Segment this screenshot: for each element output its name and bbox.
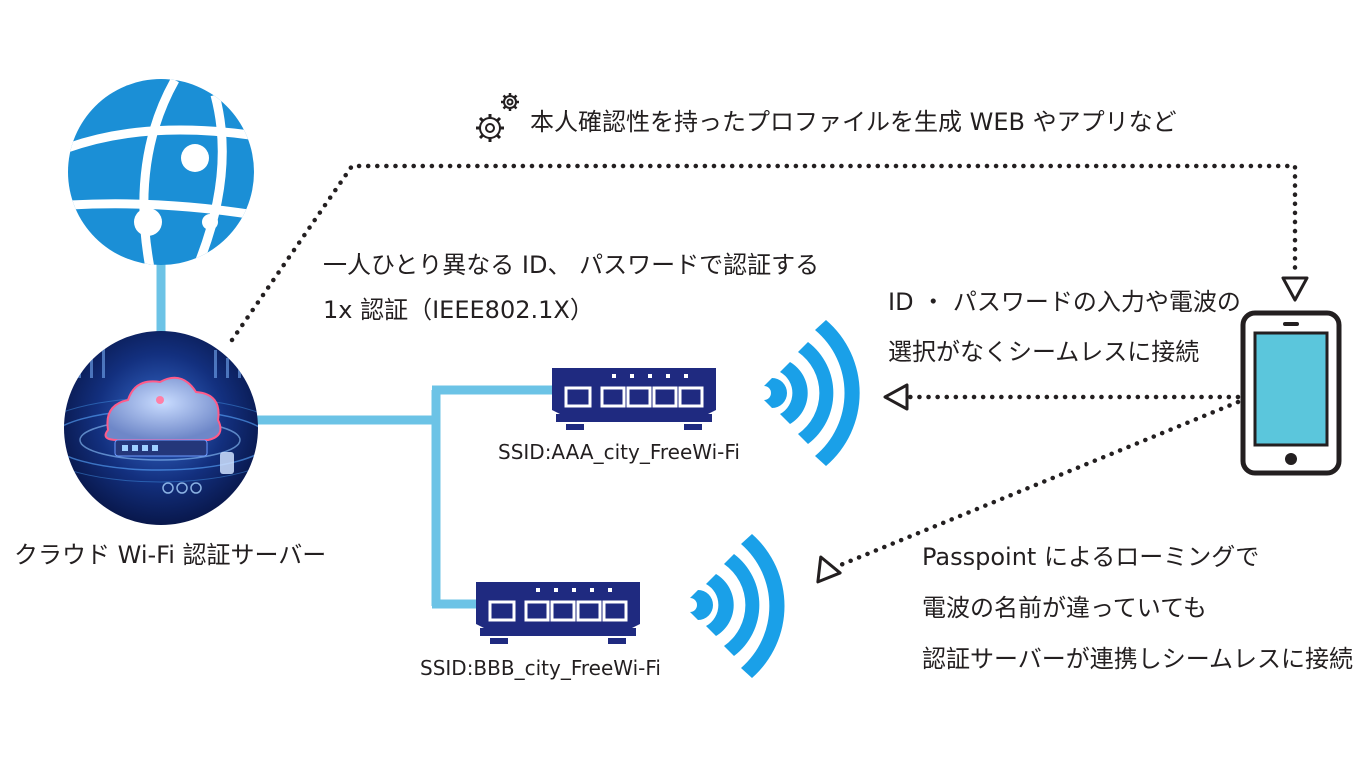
passpoint-description-line2: 電波の名前が違っていても — [922, 594, 1207, 622]
profile-provision-path — [229, 163, 1298, 343]
auth-description-line1: 一人ひとり異なる ID、 パスワードで認証する — [323, 251, 820, 279]
wifi-signal-icon — [764, 320, 860, 466]
passpoint-description-line3: 認証サーバーが連携しシームレスに接続 — [922, 645, 1354, 673]
seamless-description-line1: ID ・ パスワードの入力や電波の — [888, 288, 1241, 316]
network-links — [156, 262, 552, 609]
arrowhead-icon — [883, 383, 909, 411]
cloud-server-icon — [64, 331, 258, 525]
server-label: クラウド Wi-Fi 認証サーバー — [14, 541, 327, 569]
router-icon — [476, 582, 640, 644]
passpoint-roaming-path — [835, 399, 1241, 569]
seamless-description-line2: 選択がなくシームレスに接続 — [888, 338, 1200, 366]
gear-icon — [476, 93, 519, 142]
router-icon — [552, 368, 716, 430]
auth-description-line2: 1x 認証（IEEE802.1X） — [323, 296, 594, 324]
passpoint-description-line1: Passpoint によるローミングで — [922, 543, 1260, 571]
ssid-label-a: SSID:AAA_city_FreeWi-Fi — [498, 440, 740, 464]
smartphone-icon — [1240, 310, 1342, 476]
globe-icon — [68, 79, 254, 265]
profile-note: 本人確認性を持ったプロファイルを生成 WEB やアプリなど — [530, 108, 1177, 136]
wifi-signal-icon — [690, 534, 785, 678]
arrowhead-icon — [1281, 276, 1309, 302]
arrowhead-icon — [816, 555, 842, 584]
ssid-label-b: SSID:BBB_city_FreeWi-Fi — [420, 656, 661, 680]
